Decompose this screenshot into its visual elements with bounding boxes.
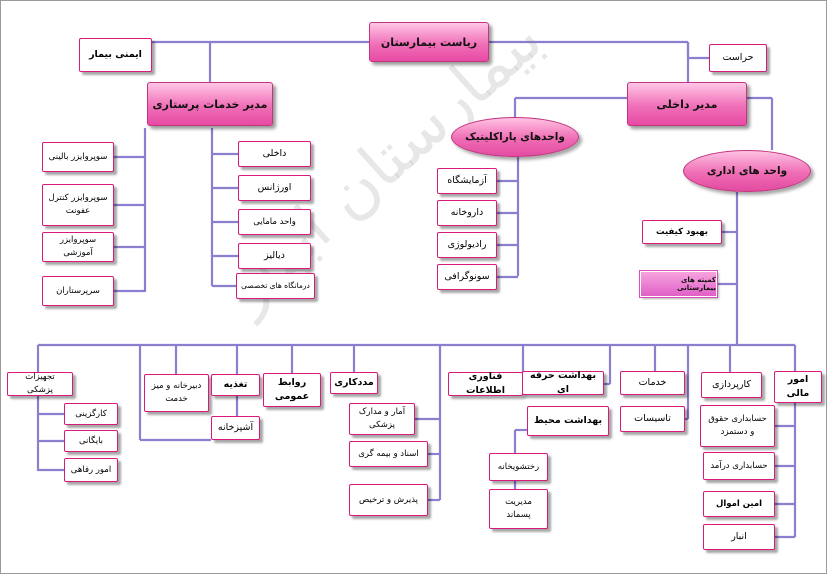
node-paraclinic-units: واحدهای پاراکلینیک [451,117,579,157]
node-nutrition: تغذیه [211,374,260,396]
node-supervisor-education: سوپروایزر آموزشی [42,232,114,262]
node-lab: آزمایشگاه [437,168,497,194]
node-payroll-accounting: حسابداری حقوق و دستمزد [700,405,775,447]
node-admission: پذیرش و ترخیص [349,484,428,516]
node-internal-manager: مدیر داخلی [627,82,747,126]
node-kitchen: آشپزخانه [211,416,260,440]
node-facilities: تاسیسات [620,406,685,432]
node-secretariat: دبیرخانه و میز خدمت [144,374,209,412]
node-midwifery: واحد مامایی [238,209,311,235]
node-finance: امور مالی [774,371,822,403]
node-social-work: مددکاری [330,372,378,394]
node-medical-equipment: تجهیزات پزشکی [7,372,73,396]
node-radiology: رادیولوژی [437,232,497,258]
node-archive: بایگانی [64,430,118,452]
node-head: ریاست بیمارستان [369,22,489,62]
node-head-nurse: سرپرستاران [42,276,114,306]
node-welfare: امور رفاهی [64,458,118,482]
node-quality-improvement: بهبود کیفیت [642,220,722,244]
node-pharmacy: داروخانه [437,200,497,226]
node-laundry: رختشویخانه [489,453,548,481]
node-revenue-accounting: حسابداری درآمد [703,452,775,480]
node-warehouse: انبار [703,524,775,550]
node-dialysis: دیالیز [238,243,311,269]
node-admin-units: واحد های اداری [683,150,811,192]
node-public-relations: روابط عمومی [263,373,321,407]
node-staffing: کارگزینی [64,403,118,425]
node-occupational-health: بهداشت حرفه ای [522,370,604,395]
node-insurance-docs: اسناد و بیمه گری [349,441,428,467]
node-waste-management: مدیریت پسماند [489,489,548,529]
node-environmental-health: بهداشت محیط [527,406,609,436]
node-emergency: اورژانس [238,175,311,201]
node-sonography: سونوگرافی [437,264,497,290]
node-supervisor-infection: سوپروایزر کنترل عفونت [42,184,114,226]
node-patient-safety: ایمنی بیمار [79,38,152,72]
node-supervisor-clinical: سوپروایزر بالینی [42,142,114,172]
node-security: حراست [709,44,767,72]
node-medical-records: آمار و مدارک پزشکی [349,403,415,435]
node-internal: داخلی [238,141,311,167]
node-property-custodian: امین اموال [703,491,775,517]
node-procurement: کارپردازی [701,372,762,398]
node-hospital-committee: کمیته های بیمارستانی [639,270,718,298]
node-nursing-manager: مدیر خدمات پرستاری [147,82,273,126]
node-it: فناوری اطلاعات [448,371,523,396]
node-specialty-clinics: درمانگاه های تخصصی [236,273,315,299]
node-services: خدمات [620,371,685,395]
